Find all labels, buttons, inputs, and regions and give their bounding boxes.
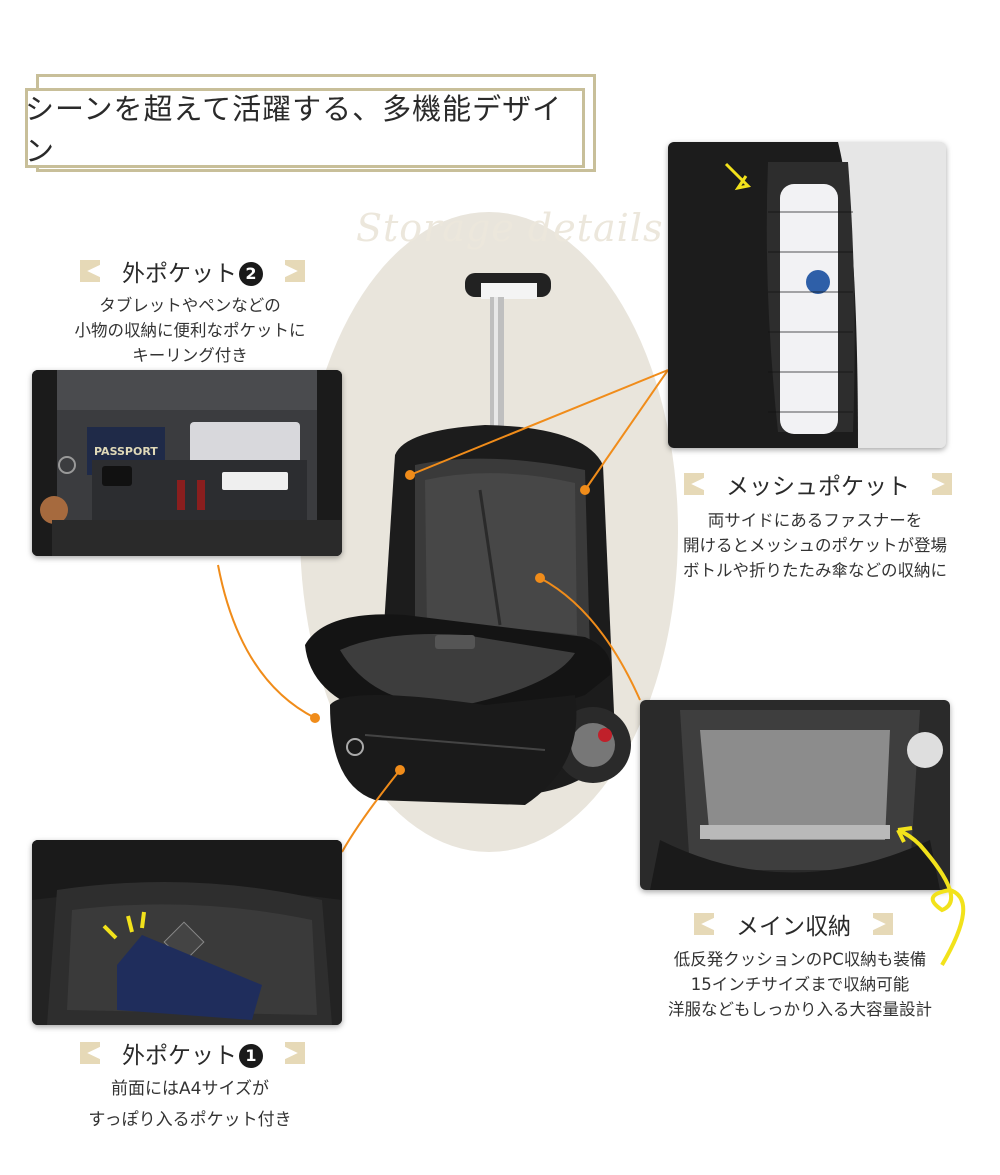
mesh-pocket-photo	[668, 142, 946, 448]
mesh-pocket-heading-text: メッシュポケット	[726, 474, 910, 500]
bracket-left-icon	[694, 913, 714, 935]
page-title: シーンを超えて活躍する、多機能デザイン	[25, 92, 563, 168]
pocket2-heading-text: 外ポケット	[122, 261, 237, 287]
bracket-left-icon	[80, 260, 100, 282]
title-frame-inner	[25, 88, 585, 168]
number-badge: 2	[239, 262, 263, 286]
bracket-right-icon	[873, 913, 893, 935]
pocket1-description: 前面にはA4サイズが すっぽり入るポケット付き	[88, 1079, 292, 1130]
pocket2-photo: PASSPORT	[32, 370, 342, 556]
main-storage-heading-text: メイン収納	[736, 914, 851, 940]
bracket-left-icon	[684, 473, 704, 495]
main-storage-heading: メイン収納	[694, 907, 893, 941]
yellow-arrow-icon	[896, 826, 966, 967]
number-badge: 1	[239, 1044, 263, 1068]
pocket1-photo	[32, 840, 342, 1025]
main-storage-photo	[640, 700, 950, 890]
mesh-pocket-description: 両サイドにあるファスナーを 開けるとメッシュのポケットが登場 ボトルや折りたたみ…	[683, 511, 947, 580]
bracket-right-icon	[285, 1042, 305, 1064]
storage-details-watermark: Storage details	[356, 206, 664, 250]
main-storage-description: 低反発クッションのPC収納も装備 15インチサイズまで収納可能 洋服などもしっか…	[668, 950, 932, 1019]
bracket-right-icon	[285, 260, 305, 282]
pocket1-heading-text: 外ポケット	[122, 1043, 237, 1069]
bracket-right-icon	[932, 473, 952, 495]
rolling-backpack-illustration	[305, 273, 631, 805]
pocket2-description: タブレットやペンなどの 小物の収納に便利なポケットに キーリング付き	[74, 296, 306, 365]
bracket-left-icon	[80, 1042, 100, 1064]
passport-text: PASSPORT	[94, 445, 158, 458]
mesh-pocket-heading: メッシュポケット	[684, 467, 952, 501]
